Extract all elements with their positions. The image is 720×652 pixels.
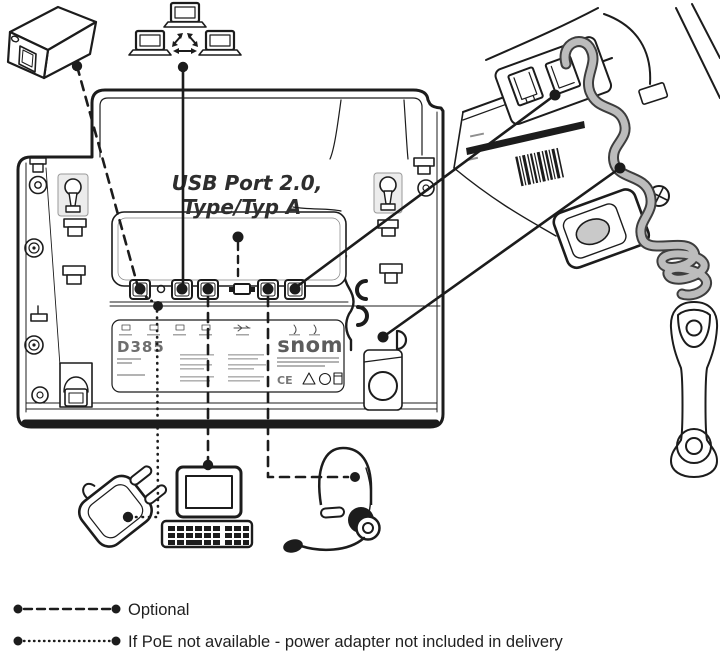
certification-marks: CE <box>277 372 343 387</box>
connector-lines <box>71 60 626 523</box>
power-plug-icon <box>77 465 168 548</box>
reset-hole <box>156 284 166 294</box>
keyboard-keys <box>168 526 249 545</box>
computer-icon <box>160 465 254 549</box>
barcode <box>515 147 565 187</box>
legend-poe-label: If PoE not available - power adapter not… <box>128 633 564 651</box>
legend: Optional If PoE not available - power ad… <box>13 601 564 651</box>
ce-mark: CE <box>277 374 293 387</box>
pc-port <box>197 279 219 300</box>
line-injector-dashed <box>75 64 140 289</box>
power-injector-icon <box>6 5 98 80</box>
network-icon <box>128 1 242 56</box>
usb-port <box>229 283 255 295</box>
usb-port-label-line2: Type/Typ A <box>183 195 302 219</box>
label-edge <box>466 121 585 155</box>
foot-right <box>363 349 403 411</box>
line-handset-solid <box>293 93 557 290</box>
port-label-icons <box>119 324 320 336</box>
foot-left <box>31 362 93 408</box>
legend-row-optional: Optional <box>13 601 189 619</box>
closeup-foot <box>552 188 651 270</box>
handset-cord-closeup <box>453 3 720 301</box>
line-headset-dashed <box>266 295 350 479</box>
line-channel-solid <box>381 166 622 339</box>
power-port <box>129 279 151 300</box>
headset-icon <box>283 446 381 553</box>
handset-jacks <box>494 36 613 126</box>
handset-cord <box>559 36 712 301</box>
network-arrows-icon <box>172 33 198 54</box>
wall-mount-left <box>24 157 89 355</box>
usb-port-label-line1: USB Port 2.0, <box>172 171 323 195</box>
type-label-plate: D385 snom CE <box>111 319 345 393</box>
brand-logo: snom <box>277 333 343 357</box>
network-port <box>171 279 193 300</box>
legend-optional-label: Optional <box>128 601 189 619</box>
handset-icon <box>669 301 719 478</box>
phone-bottom-view: USB Port 2.0, Type/Typ A D385 snom <box>16 88 445 429</box>
headset-port <box>257 279 279 300</box>
label-fineprint <box>117 354 339 382</box>
wall-mount-right <box>373 157 435 237</box>
legend-row-poe: If PoE not available - power adapter not… <box>13 633 564 651</box>
model-number: D385 <box>117 338 165 356</box>
